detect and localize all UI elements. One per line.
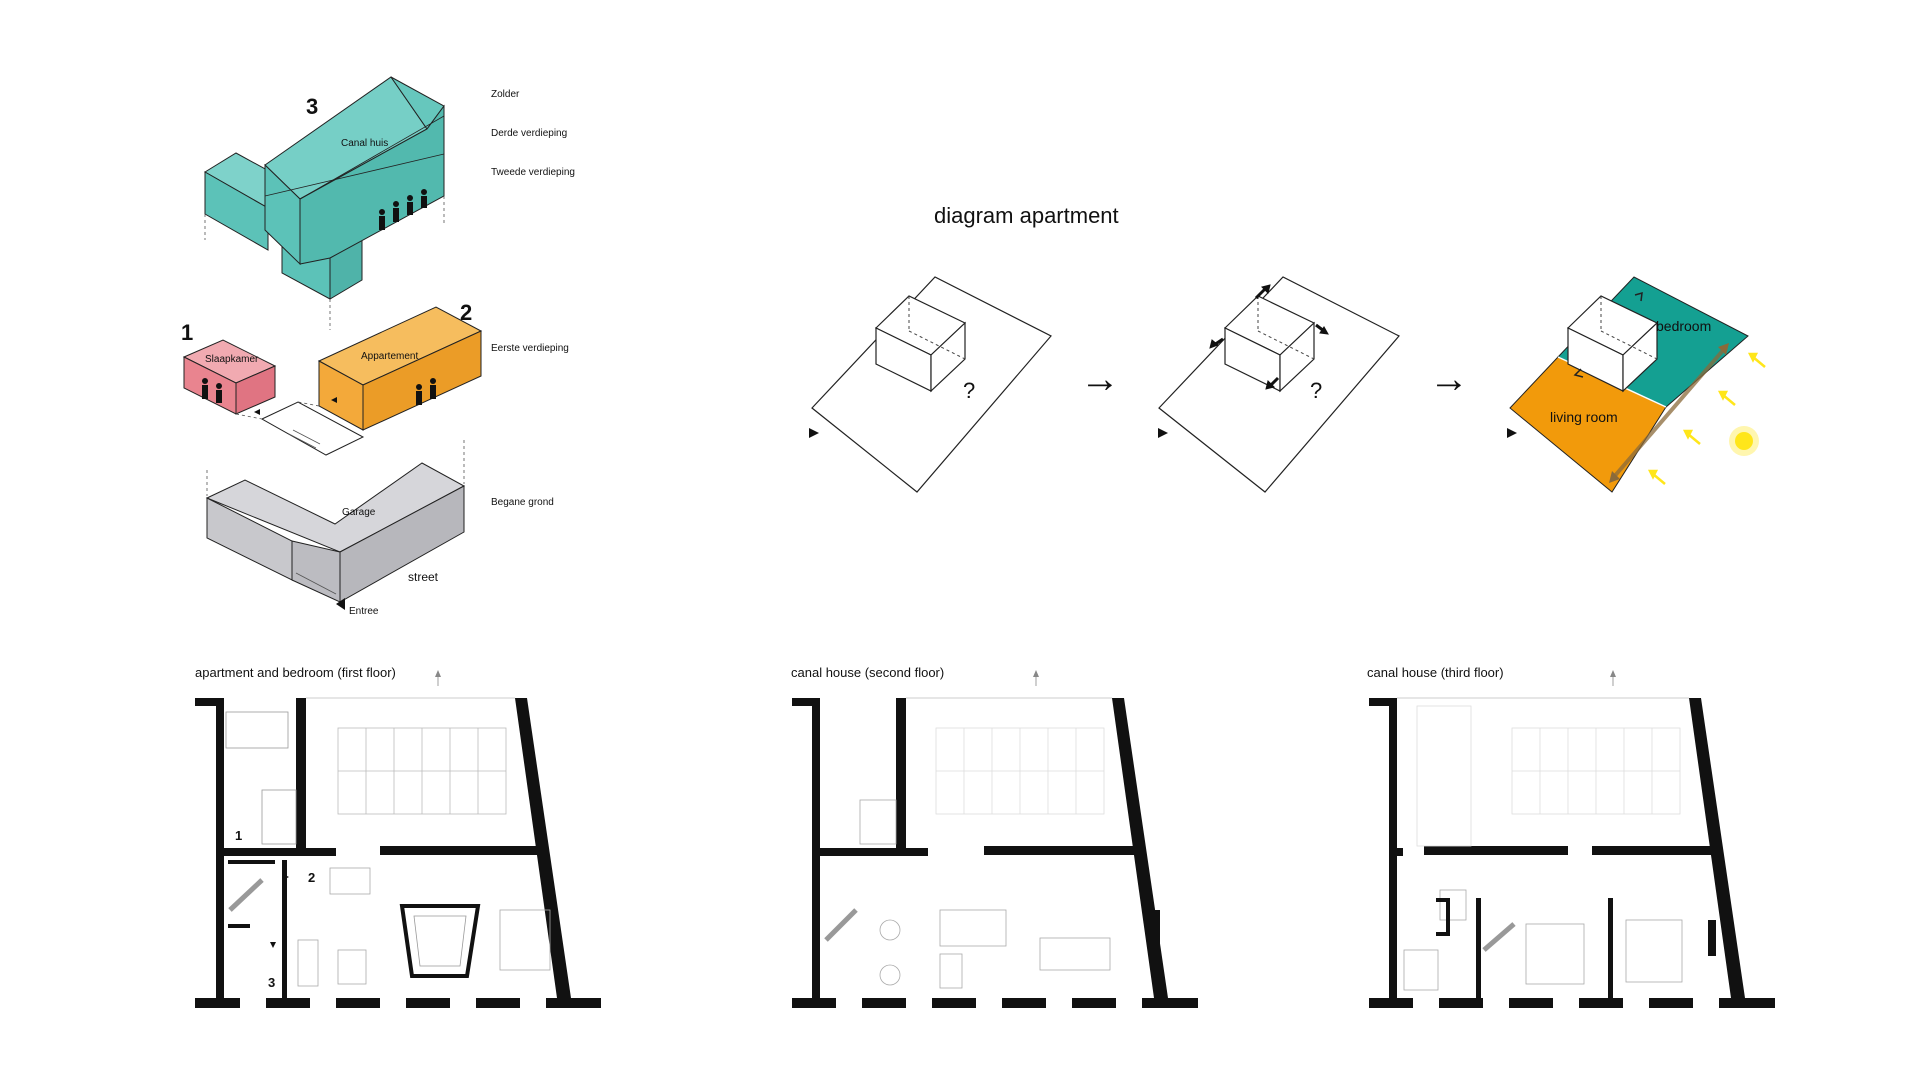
- arrow-icon: →: [1429, 357, 1469, 401]
- level-label-first: Eerste verdieping: [491, 343, 569, 354]
- level-label-attic: Zolder: [491, 89, 520, 100]
- level-label-second: Tweede verdieping: [491, 167, 575, 178]
- bedroom-label: Slaapkamer: [205, 354, 259, 365]
- parking-grid: [337, 727, 507, 815]
- stair-ramp: [228, 878, 264, 912]
- north-arrow-icon: [435, 670, 441, 686]
- canal-label: Canal huis: [341, 138, 388, 149]
- sun-rays-icon: [1647, 352, 1766, 485]
- level-label-third: Derde verdieping: [491, 128, 567, 139]
- living-room-label: living room: [1550, 409, 1618, 425]
- roof-grid: [1416, 705, 1681, 847]
- furniture: [297, 867, 551, 987]
- plan-first-floor: apartment and bedroom (first floor): [195, 665, 601, 1009]
- street-label: street: [408, 570, 439, 584]
- plan-title-second: canal house (second floor): [791, 665, 944, 680]
- plan-title-first: apartment and bedroom (first floor): [195, 665, 396, 680]
- canal-house-block: Canal huis 3: [204, 76, 445, 330]
- furniture: [1403, 889, 1683, 991]
- apartment-side: [362, 330, 482, 431]
- plan-third-floor: canal house (third floor): [1367, 665, 1775, 1009]
- bedroom-zone-label: bedroom: [1656, 318, 1711, 334]
- trapezoid-void: [399, 904, 481, 978]
- diagram-apartment: diagram apartment ? →: [809, 203, 1766, 493]
- block-number-1: 1: [181, 320, 193, 345]
- expand-arrows-icon: [1209, 284, 1329, 390]
- stair-ramp: [824, 908, 858, 942]
- canal-ridge-line: [299, 115, 445, 200]
- north-arrow-icon: [1610, 670, 1616, 686]
- garage-block: Garage street Entree: [205, 440, 466, 617]
- plan-second-floor: canal house (second floor): [791, 665, 1198, 1009]
- diagram-step-2: ?: [1158, 276, 1400, 493]
- block-number-2: 2: [460, 300, 472, 325]
- block-number-3: 3: [306, 94, 318, 119]
- diagram-step-1: ?: [809, 276, 1052, 493]
- sun-icon: [1729, 426, 1759, 456]
- plan-marker-2: 2: [308, 870, 315, 885]
- level-label-ground: Begane grond: [491, 497, 554, 508]
- exploded-axonometric: Canal huis 3 Slaapkamer 1: [181, 76, 575, 617]
- people-icon: [416, 378, 436, 405]
- bedroom-plan: [225, 711, 297, 845]
- arrow-icon: →: [1080, 357, 1120, 401]
- opening-arrows-icon: [1573, 291, 1643, 378]
- people-icon: [379, 189, 427, 230]
- floor-plans: apartment and bedroom (first floor): [195, 665, 1775, 1009]
- people-icon: [202, 378, 222, 403]
- plan-marker-1: 1: [235, 828, 242, 843]
- question-mark: ?: [963, 378, 975, 403]
- bedroom-side: [235, 365, 276, 415]
- canal-wing-front: [204, 171, 269, 251]
- entrance-marker: [336, 598, 345, 610]
- stair-slab: [235, 397, 365, 456]
- north-arrow-icon: [1033, 670, 1039, 686]
- entrance-label: Entree: [349, 606, 379, 617]
- plan-title-third: canal house (third floor): [1367, 665, 1504, 680]
- question-mark: ?: [1310, 378, 1322, 403]
- furniture: [859, 799, 1111, 989]
- plan-marker-3: 3: [268, 975, 275, 990]
- diagram-title: diagram apartment: [934, 203, 1119, 228]
- canal-floor-line: [264, 153, 445, 197]
- garage-label: Garage: [342, 507, 376, 518]
- bedroom-block: Slaapkamer 1: [181, 320, 277, 415]
- light-axis-line: [1611, 346, 1727, 480]
- roof-grid: [935, 727, 1105, 815]
- stair-ramp: [1482, 922, 1516, 952]
- diagram-step-3: bedroom living room: [1507, 276, 1766, 493]
- garage-door-niche: [291, 540, 341, 603]
- apartment-label: Appartement: [361, 351, 418, 362]
- apartment-block: Appartement 2: [317, 300, 483, 431]
- garage-side: [339, 485, 465, 603]
